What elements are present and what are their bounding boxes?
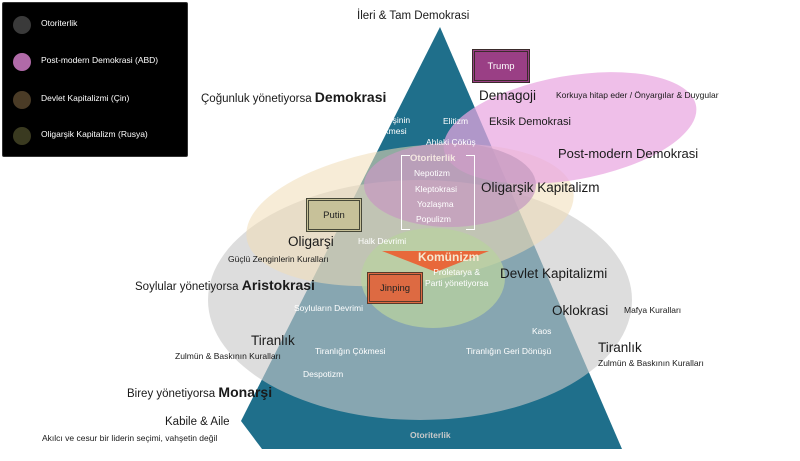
label-despotizm: Despotizm [303,369,344,379]
label-yozlasma: Yozlaşma [417,199,454,209]
label-oligarsinin-cokmesi: Oligarşinin Çökmesi [370,115,410,137]
label-soylular-prefix: Soylular yönetiyorsa [135,281,239,293]
label-tiranligin-cokmesi: Tiranlığın Çökmesi [315,346,386,356]
label-soylularin-devrimi: Soyluların Devrimi [294,303,363,313]
label-oligarsi: Oligarşi [288,234,334,249]
label-otoriterlik-bottom: Otoriterlik [410,430,451,440]
label-proletarya: Proletarya & Parti yönetiyorsa [425,267,488,289]
label-cogunluk: Çoğunluk yönetiyorsa Demokrasi [201,89,386,105]
label-kabile-aile: Kabile & Aile [165,416,230,428]
label-cogunluk-prefix: Çoğunluk yönetiyorsa [201,93,312,105]
label-halk-devrimi: Halk Devrimi [358,236,407,246]
legend: Otoriterlik Post-modern Demokrasi (ABD) … [2,2,188,157]
label-kaos: Kaos [532,326,552,336]
label-tiranlik-left: Tiranlık [251,333,295,348]
label-komunizm: Komünizm [418,250,480,264]
legend-label: Post-modern Demokrasi (ABD) [41,55,159,65]
label-demagoji: Demagoji [479,88,537,103]
label-elitizm: Elitizm [443,116,469,126]
label-kleptokrasi: Kleptokrasi [415,184,458,194]
label-proletarya-2: Parti yönetiyorsa [425,278,489,288]
legend-label: Devlet Kapitalizmi (Çin) [41,93,130,103]
figure-jinping: Jinping [367,272,423,304]
label-cokmesi: Çökmesi [373,126,407,136]
figure-putin: Putin [306,198,362,232]
label-monarsi: Monarşi [218,384,273,400]
label-devlet-kapitalizmi: Devlet Kapitalizmi [500,266,608,281]
label-tiranlik-right: Tiranlık [598,340,642,355]
label-mafya-kurallari: Mafya Kuralları [624,305,682,315]
label-birey-prefix: Birey yönetiyorsa [127,388,216,400]
legend-label: Oligarşik Kapitalizm (Rusya) [41,129,148,139]
label-guclu-zenginler: Güçlü Zenginlerin Kuralları [228,254,329,264]
bracket-left [401,155,410,230]
label-tiranligin-geri-donusu: Tiranlığın Geri Dönüşü [466,346,552,356]
oligarsik-kapitalizm-ellipse [364,143,536,227]
label-eksik-demokrasi: Eksik Demokrasi [489,116,571,128]
label-soylular: Soylular yönetiyorsa Aristokrasi [135,277,315,293]
label-proletarya-1: Proletarya & [433,267,481,277]
label-zulmun-right: Zulmün & Baskının Kuralları [598,358,704,368]
label-birey: Birey yönetiyorsa Monarşi [127,384,272,400]
label-demokrasi: Demokrasi [314,89,387,105]
legend-label: Otoriterlik [41,18,78,28]
label-ileri-tam-demokrasi: İleri & Tam Demokrasi [357,10,470,22]
legend-swatch [13,53,31,71]
figure-trump: Trump [472,49,530,83]
label-otoriterlik-inner: Otoriterlik [410,153,456,164]
label-populizm: Populizm [416,214,451,224]
label-oligarsinin: Oligarşinin [370,115,411,125]
label-nepotizm: Nepotizm [414,168,450,178]
label-korkuya-hitap: Korkuya hitap eder / Önyargılar & Duygul… [556,90,719,100]
bracket-right [466,155,475,230]
komunizm-triangle [382,251,489,272]
legend-swatch [13,127,31,145]
legend-swatch [13,91,31,109]
label-oligarsik-kapitalizm: Oligarşik Kapitalizm [481,180,600,195]
legend-swatch [13,16,31,34]
label-aristokrasi: Aristokrasi [241,277,315,293]
label-postmodern-demokrasi: Post-modern Demokrasi [558,146,699,161]
label-ahlaki-cokus: Ahlaki Çöküş [426,137,476,147]
label-zulmun-left: Zulmün & Baskının Kuralları [175,351,281,361]
label-akilci: Akılcı ve cesur bir liderin seçimi, vahş… [42,433,218,443]
label-oklokrasi: Oklokrasi [552,303,609,318]
